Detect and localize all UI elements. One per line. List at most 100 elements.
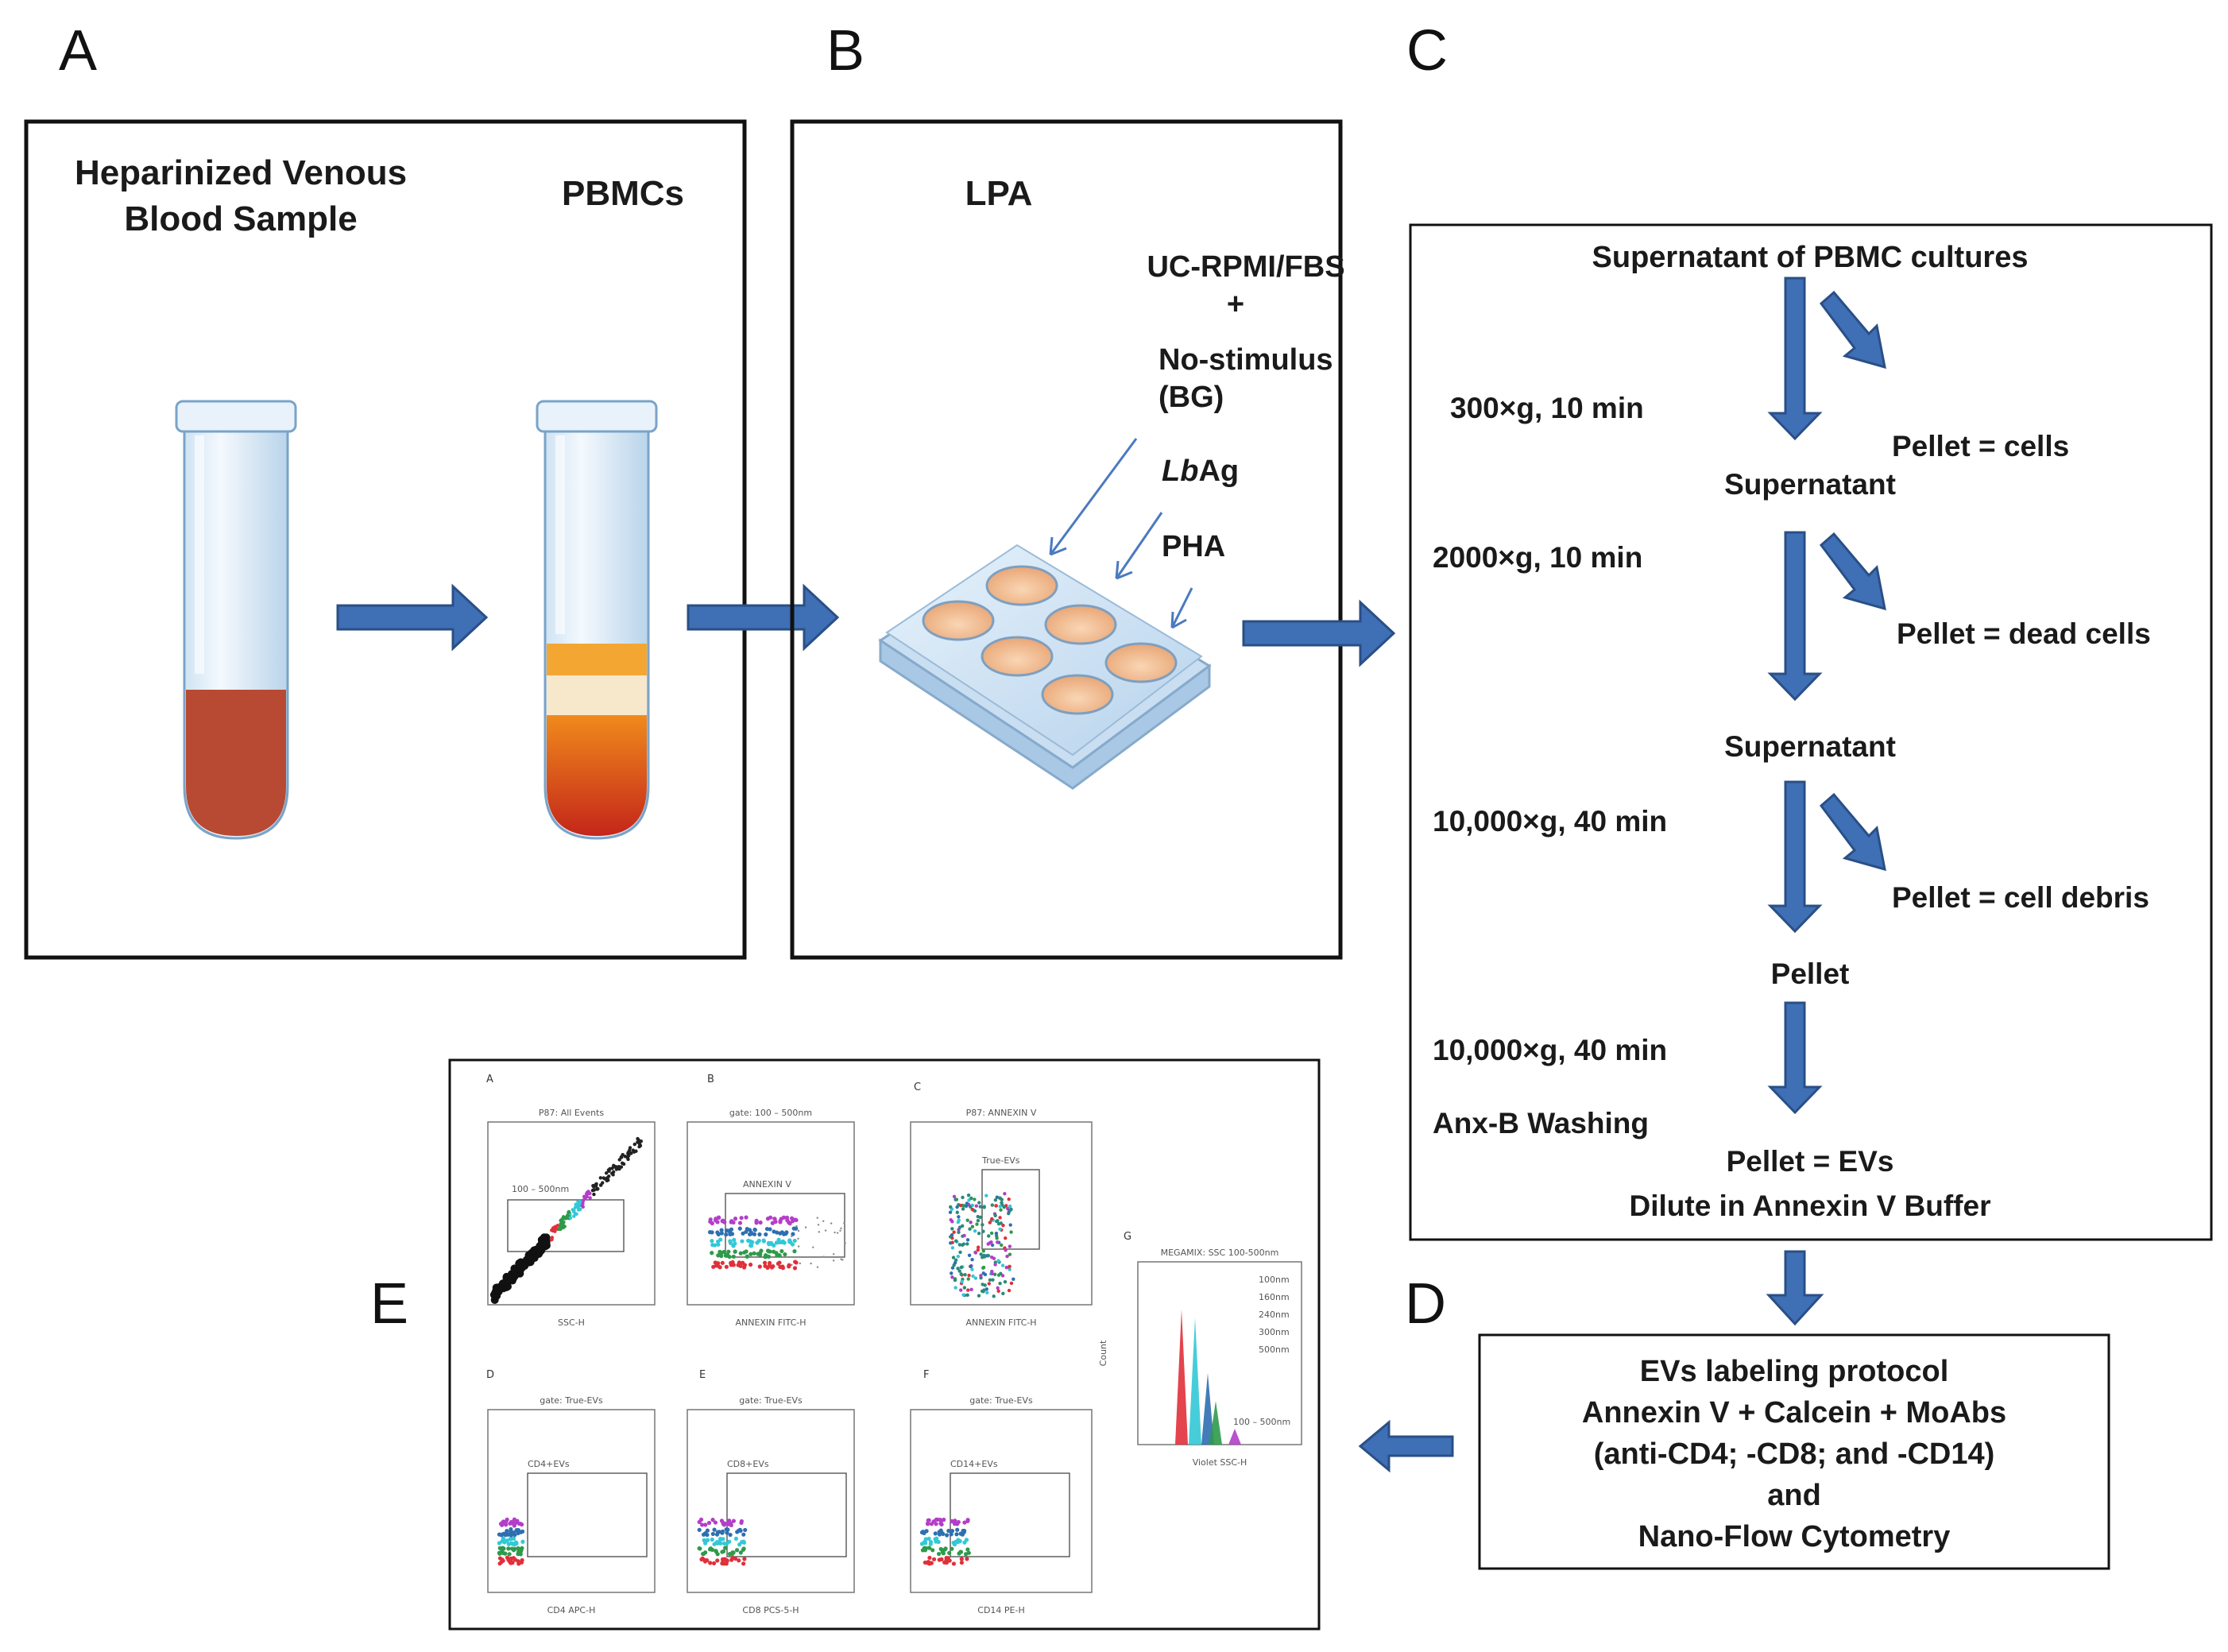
scatter-dot xyxy=(731,1550,736,1555)
scatter-dot xyxy=(567,1210,571,1215)
scatter-dot xyxy=(731,1220,736,1225)
scatter-dot xyxy=(574,1202,578,1206)
scatter-dot xyxy=(703,1550,708,1555)
scatter-dot xyxy=(999,1221,1003,1225)
bg-label: (BG) xyxy=(1158,381,1224,414)
scatter-dot xyxy=(1004,1248,1008,1252)
scatter-dot xyxy=(840,1227,842,1230)
arrow-step1-down xyxy=(1767,277,1823,441)
scatter-dot xyxy=(504,1276,513,1285)
scatter-dot xyxy=(792,1238,797,1244)
scatter-dot xyxy=(949,1529,953,1534)
scatter-dot xyxy=(789,1216,795,1221)
scatter-dot xyxy=(793,1259,798,1264)
scatter-dot xyxy=(557,1227,561,1232)
scatter-dot xyxy=(973,1276,978,1280)
scatter-dot xyxy=(598,1183,603,1187)
scatter-dot xyxy=(715,1239,721,1244)
subplot-1-xlabel: ANNEXIN FITC-H xyxy=(735,1317,806,1328)
scatter-dot xyxy=(995,1195,1000,1199)
scatter-dot xyxy=(791,1235,793,1237)
subplot-1-title: gate: 100 – 500nm xyxy=(729,1108,812,1118)
scatter-dot xyxy=(577,1201,581,1206)
arrow-c-to-d xyxy=(1766,1250,1824,1326)
scatter-dot xyxy=(969,1287,973,1292)
protocol-line-5: Nano-Flow Cytometry xyxy=(1638,1520,1951,1553)
scatter-dot xyxy=(995,1240,1000,1244)
scatter-dot xyxy=(950,1227,954,1231)
scatter-dot xyxy=(1006,1206,1010,1211)
protocol-line-4: and xyxy=(1767,1479,1821,1512)
scatter-dot xyxy=(576,1208,581,1212)
scatter-dot xyxy=(591,1184,595,1188)
scatter-dot xyxy=(976,1214,980,1219)
scatter-dot xyxy=(724,1264,729,1269)
scatter-dot xyxy=(977,1201,981,1205)
scatter-dot xyxy=(719,1250,725,1255)
scatter-dot xyxy=(794,1226,799,1231)
arrow-d-to-e xyxy=(1358,1419,1454,1473)
scatter-dot xyxy=(812,1246,814,1248)
protocol-line-3: (anti-CD4; -CD8; and -CD14) xyxy=(1594,1437,1995,1471)
subplot-0-xlabel: SSC-H xyxy=(558,1317,585,1328)
scatter-dot xyxy=(923,1537,928,1542)
arrow-step3-diag xyxy=(1819,792,1886,872)
scatter-dot xyxy=(965,1519,970,1523)
scatter-dot xyxy=(742,1265,747,1270)
scatter-dot xyxy=(771,1264,776,1269)
scatter-dot xyxy=(777,1260,782,1265)
scatter-dot xyxy=(791,1232,795,1236)
scatter-dot xyxy=(1000,1263,1005,1267)
scatter-dot xyxy=(992,1272,997,1276)
subplot-2-dots xyxy=(948,1192,1015,1298)
scatter-dot xyxy=(1003,1192,1007,1196)
scatter-dot xyxy=(931,1519,936,1524)
scatter-dot xyxy=(990,1243,995,1248)
scatter-dot xyxy=(999,1208,1003,1212)
scatter-dot xyxy=(716,1261,721,1266)
scatter-dot xyxy=(931,1557,937,1561)
histogram-peak xyxy=(1228,1429,1241,1445)
scatter-dot xyxy=(843,1222,845,1224)
scatter-dot xyxy=(779,1240,784,1244)
scatter-dot xyxy=(738,1263,743,1268)
scatter-dot xyxy=(957,1269,961,1273)
scatter-dot xyxy=(713,1218,718,1223)
scatter-dot xyxy=(1008,1267,1011,1271)
scatter-dot xyxy=(790,1242,795,1247)
scatter-dot xyxy=(950,1271,953,1275)
scatter-dot xyxy=(707,1230,713,1235)
scatter-dot xyxy=(799,1262,802,1265)
scatter-dot xyxy=(985,1290,989,1294)
scatter-dot xyxy=(737,1221,743,1225)
scatter-dot xyxy=(950,1519,954,1524)
scatter-dot xyxy=(728,1532,733,1538)
scatter-dot xyxy=(841,1259,844,1261)
subplot-2-xlabel: ANNEXIN FITC-H xyxy=(965,1317,1036,1328)
plus-label: + xyxy=(1227,288,1244,321)
scatter-dot xyxy=(738,1251,743,1255)
scatter-dot xyxy=(1001,1223,1005,1228)
scatter-dot xyxy=(764,1226,770,1232)
scatter-dot xyxy=(791,1263,793,1267)
scatter-dot xyxy=(500,1539,505,1544)
arrow-b-to-c xyxy=(1242,599,1396,667)
scatter-dot xyxy=(1007,1288,1011,1293)
scatter-dot xyxy=(961,1293,965,1297)
scatter-dot xyxy=(502,1520,507,1526)
scatter-dot xyxy=(748,1252,753,1256)
scatter-dot xyxy=(836,1232,839,1234)
histogram-legend-1: 160nm xyxy=(1259,1292,1290,1302)
separated-tube-icon xyxy=(536,400,658,840)
arrow-step2-diag xyxy=(1819,532,1886,611)
scatter-dot xyxy=(768,1249,772,1254)
medium-label: UC-RPMI/FBS xyxy=(1147,250,1344,284)
scatter-dot xyxy=(961,1207,965,1211)
scatter-dot xyxy=(804,1226,807,1228)
scatter-dot xyxy=(514,1542,519,1546)
scatter-dot xyxy=(739,1519,745,1524)
subplot-0-dots xyxy=(490,1136,644,1304)
scatter-dot xyxy=(721,1219,725,1224)
pointer-lbag xyxy=(1115,512,1163,579)
